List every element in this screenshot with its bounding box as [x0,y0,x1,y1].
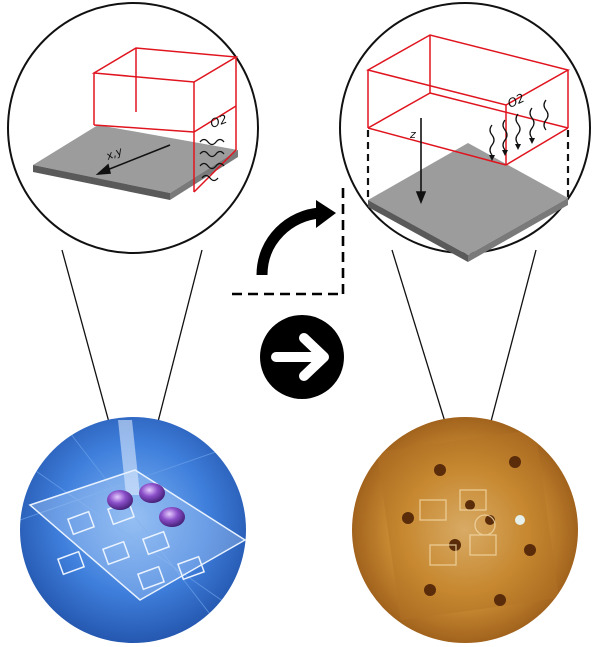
right-vertical-arrow [415,118,427,205]
left-diffusion-box [91,47,239,193]
right-direction-label: z [409,128,416,141]
rotate-clockwise-icon [232,188,345,296]
left-oxygen-squiggles [199,138,225,182]
left-chip-photo [20,417,246,643]
right-chip-photo [352,417,578,643]
left-gas-label: O2 [208,112,229,131]
right-oxygen-squiggles [489,99,549,156]
left-horizontal-arrow [95,144,171,175]
arrow-right-circle-icon [260,315,344,399]
right-gas-label: O2 [505,91,526,111]
right-zoom-circle: z O2 [339,2,591,262]
left-direction-label: x,y [103,144,125,163]
left-zoom-circle: x,y O2 [7,2,259,254]
right-substrate-plate [368,143,568,255]
